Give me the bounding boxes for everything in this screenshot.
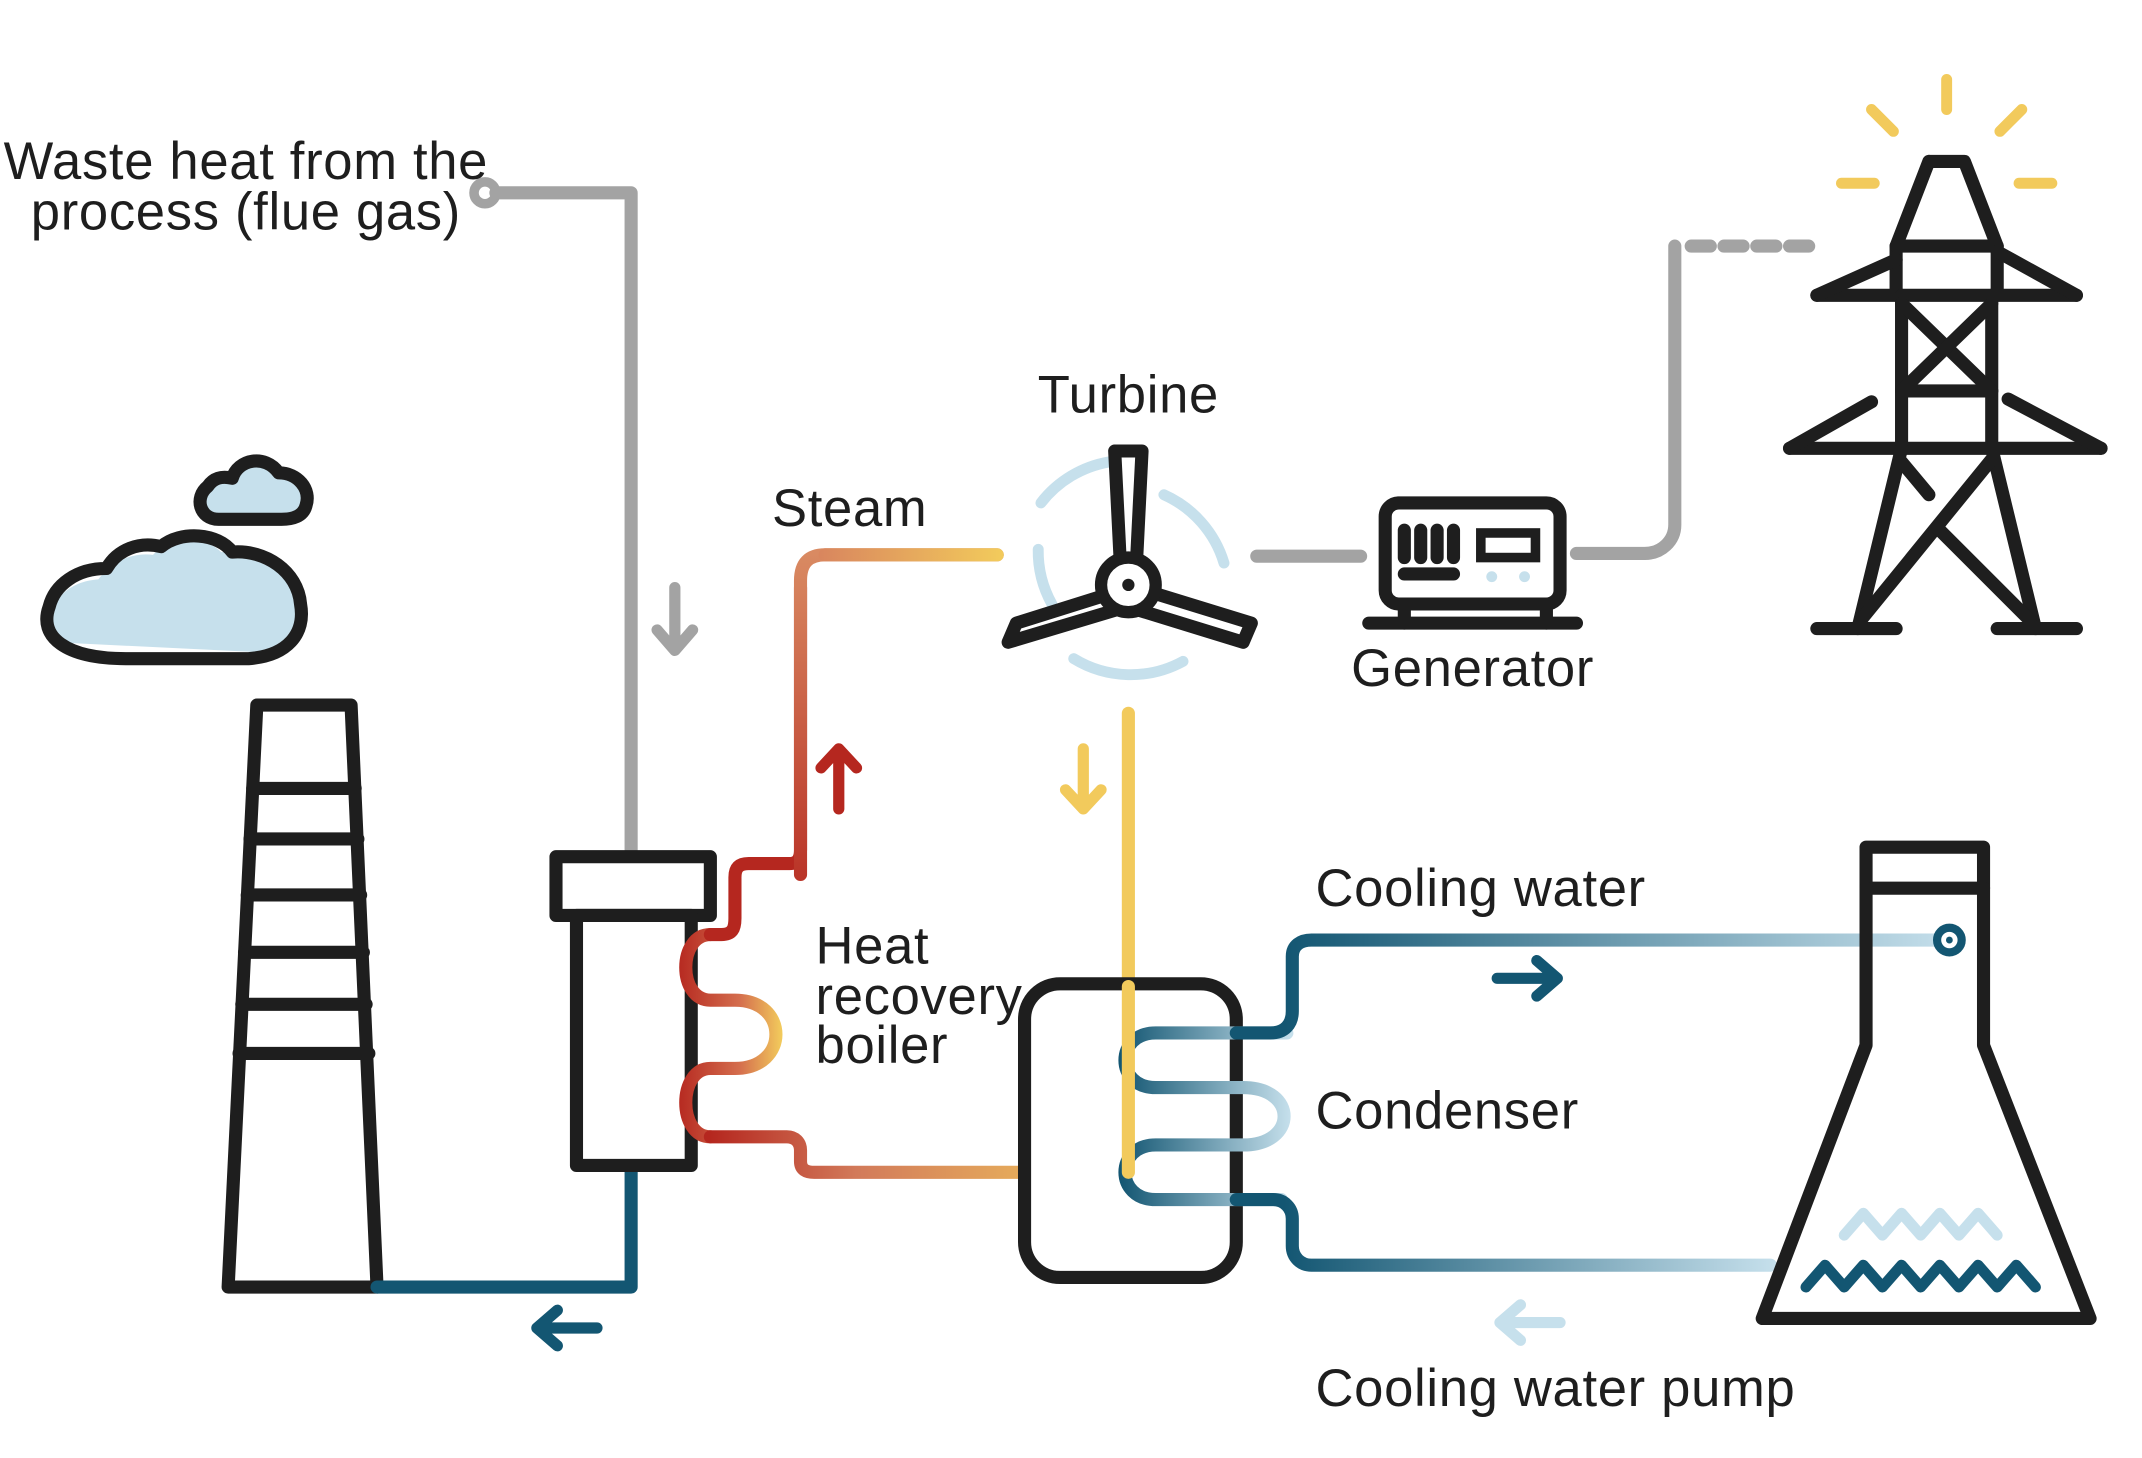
exhaust-left-arrow-icon <box>531 1304 603 1352</box>
generator-icon <box>1362 496 1584 630</box>
boiler-to-chimney-pipe <box>370 1161 638 1294</box>
heat-recovery-label-line1: Heat <box>816 916 930 975</box>
heat-recovery-label-line2: recovery <box>816 967 1023 1026</box>
condenser-label: Condenser <box>1316 1082 1579 1141</box>
cooling-tower-icon <box>1755 840 2097 1326</box>
pump-left-arrow-icon <box>1494 1299 1566 1346</box>
turbine-icon <box>1001 444 1258 681</box>
cooling-water-label: Cooling water <box>1316 859 1646 918</box>
small-cloud-icon <box>193 454 314 526</box>
steam-label: Steam <box>772 479 927 538</box>
waste-heat-label-line2: process (flue gas) <box>31 183 461 242</box>
boiler-return-pipe <box>703 1130 1130 1179</box>
chimney-icon <box>221 698 384 1294</box>
boiler-icon <box>549 850 717 1173</box>
steam-rise-upper-pipe <box>793 548 1004 882</box>
steam-up-arrow-icon <box>815 743 863 815</box>
generator-output-line <box>1569 239 1682 561</box>
heat-recovery-label-line3: boiler <box>816 1016 949 1075</box>
pylon-icon <box>1782 154 2108 636</box>
cloud-icon <box>40 529 308 666</box>
cooling-water-right-arrow-icon <box>1491 954 1563 1002</box>
waste-heat-label-line1: Waste heat from the <box>4 132 488 191</box>
boiler-coil <box>679 928 783 1144</box>
cooling-water-return-pipe <box>1229 1193 1777 1272</box>
steam-rise-pipe <box>703 581 808 942</box>
turbine-label: Turbine <box>1038 366 1219 425</box>
cooling-water-supply-pipe <box>1229 933 1947 1040</box>
flue-gas-pipe <box>469 177 638 857</box>
flue-gas-down-arrow-icon <box>651 582 699 657</box>
cooling-water-pump-label: Cooling water pump <box>1316 1359 1796 1418</box>
steam-down-arrow-icon <box>1059 743 1107 815</box>
generator-label: Generator <box>1351 639 1594 698</box>
spark-icon <box>1836 73 2058 189</box>
